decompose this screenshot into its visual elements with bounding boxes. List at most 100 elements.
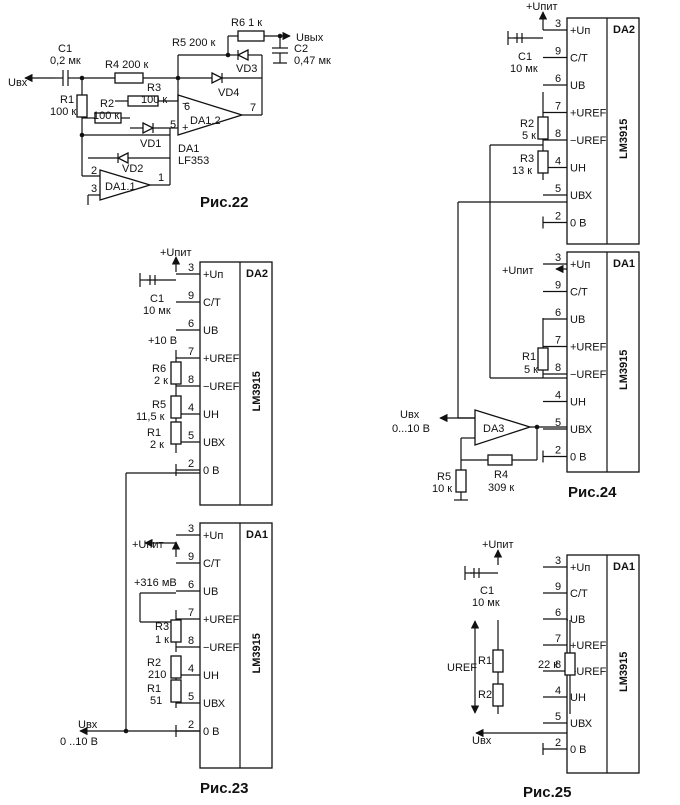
fig23-plus316-label: +316 мВ xyxy=(134,577,177,589)
fig23-r1-resistor xyxy=(170,421,182,445)
fig23-c1-label: C1 xyxy=(150,293,164,305)
fig23-da2-chip-body xyxy=(199,261,273,506)
fig25-da1-pin-name: +Uп xyxy=(570,562,590,574)
fig24-c1-label: C1 xyxy=(518,51,532,63)
fig23-da1-pin-name: UВХ xyxy=(203,698,226,710)
fig22-r3-label: R3 xyxy=(147,82,161,94)
fig23-da1-pin-number: 9 xyxy=(188,551,194,563)
fig24-da2-pin-name: UВ xyxy=(570,80,585,92)
fig22-caption: Рис.22 xyxy=(200,194,248,211)
fig23-range-label: 0 ..10 В xyxy=(60,736,98,748)
fig23-r5-label: R5 xyxy=(152,399,166,411)
svg-text:−: − xyxy=(182,98,188,110)
fig23-r6-value: 2 к xyxy=(154,375,168,387)
svg-text:7: 7 xyxy=(250,102,256,114)
fig24-da2-pin-number: 5 xyxy=(555,183,561,195)
fig23-r5-resistor xyxy=(170,395,182,419)
fig24-da3-opamp xyxy=(474,409,533,446)
fig25-r1-label: R1 xyxy=(478,655,492,667)
fig22-r2-label: R2 xyxy=(100,98,114,110)
fig22-uout-label: Uвых xyxy=(296,32,324,44)
fig23-da1-pin-number: 3 xyxy=(188,523,194,535)
fig24-da1-chip-body xyxy=(566,251,640,473)
fig23-r1b-label: R1 xyxy=(147,683,161,695)
fig22-vd3-diode xyxy=(236,48,249,62)
fig23-da2-pin-name: UВХ xyxy=(203,437,226,449)
fig23-da1-pin-number: 6 xyxy=(188,579,194,591)
svg-text:+: + xyxy=(182,122,188,134)
fig23-da1-chip-label: DA1 xyxy=(246,529,268,541)
svg-text:6: 6 xyxy=(184,101,190,113)
fig23-r2-value: 210 xyxy=(148,669,166,681)
fig24-da1-pin-number: 5 xyxy=(555,417,561,429)
fig22-vd4-diode xyxy=(211,71,224,85)
fig23-da2-pin-number: 3 xyxy=(188,262,194,274)
fig23-circuit: +Uпит C1 10 мк +10 В R6 2 к R5 11,5 к R1… xyxy=(60,247,248,797)
fig24-da1-chip-part: LM3915 xyxy=(618,350,630,390)
fig25-da1-pin-number: 4 xyxy=(555,685,561,697)
fig25-uin-label: Uвх xyxy=(472,735,492,747)
fig22-c1-label: C1 xyxy=(58,43,72,55)
fig22-r5-label: R5 200 к xyxy=(172,37,216,49)
fig24-da3-label: DA3 xyxy=(483,423,504,435)
fig25-da1-pin-number: 8 xyxy=(555,659,561,671)
fig24-da2-pin-name: 0 В xyxy=(570,218,587,230)
fig24-r5-label: R5 xyxy=(437,471,451,483)
fig22-r6-label: R6 1 к xyxy=(231,17,262,29)
fig25-c1-label: C1 xyxy=(480,585,494,597)
fig24-circuit: +Uпит C1 10 мк R2 5 к R3 13 к +Uпит R1 5… xyxy=(392,1,617,501)
fig22-r4-label: R4 200 к xyxy=(105,59,149,71)
fig24-caption: Рис.24 xyxy=(568,484,617,501)
fig23-r6-resistor xyxy=(170,361,182,385)
fig24-da1-pin-number: 7 xyxy=(555,335,561,347)
fig23-da2-pin-name: UВ xyxy=(203,325,218,337)
fig23-da1-pin-name: +Uп xyxy=(203,530,223,542)
fig25-uref-label: UREF xyxy=(447,662,477,674)
fig24-r4-resistor xyxy=(487,454,513,466)
fig22-vd2-label: VD2 xyxy=(122,163,143,175)
fig24-da1-pin-name: −UREF xyxy=(570,369,607,381)
fig24-da2-pin-number: 7 xyxy=(555,101,561,113)
fig22-r1-value: 100 к xyxy=(50,106,76,118)
fig23-r2-resistor xyxy=(170,655,182,679)
fig25-da1-pin-name: +UREF xyxy=(570,640,607,652)
fig25-da1-pin-number: 7 xyxy=(555,633,561,645)
fig24-r5-resistor xyxy=(455,469,467,493)
fig25-da1-pin-name: −UREF xyxy=(570,666,607,678)
fig23-da2-pin-number: 5 xyxy=(188,430,194,442)
fig24-da2-pin-number: 3 xyxy=(555,18,561,30)
fig23-da2-pin-number: 2 xyxy=(188,458,194,470)
fig25-da1-chip-part: LM3915 xyxy=(618,652,630,692)
fig22-r1-label: R1 xyxy=(60,94,74,106)
fig23-da2-pin-name: UН xyxy=(203,409,219,421)
fig25-da1-chip-label: DA1 xyxy=(613,561,635,573)
fig24-r3-value: 13 к xyxy=(512,165,532,177)
fig24-r1-resistor xyxy=(537,347,549,371)
fig23-da1-pin-number: 7 xyxy=(188,607,194,619)
fig25-da1-pin-name: UН xyxy=(570,692,586,704)
fig23-da2-chip-part: LM3915 xyxy=(251,371,263,411)
fig24-da2-pin-name: +UREF xyxy=(570,108,607,120)
fig24-da1-chip-label: DA1 xyxy=(613,258,635,270)
fig24-da1-pin-number: 4 xyxy=(555,390,561,402)
fig22-da12-label: DA1.2 xyxy=(190,115,221,127)
fig24-r3-resistor xyxy=(537,150,549,174)
fig23-r1-label: R1 xyxy=(147,427,161,439)
fig22-uin-label: Uвх xyxy=(8,77,28,89)
fig23-da1-pin-name: +UREF xyxy=(203,614,240,626)
fig23-da1-pin-name: 0 В xyxy=(203,726,220,738)
fig23-da2-pin-number: 8 xyxy=(188,374,194,386)
fig24-da1-pin-number: 8 xyxy=(555,362,561,374)
fig25-da1-pin-number: 2 xyxy=(555,737,561,749)
fig22-r1-resistor xyxy=(76,94,88,118)
fig23-upit1-label: +Uпит xyxy=(160,247,192,259)
fig24-c1-value: 10 мк xyxy=(510,63,538,75)
fig24-r2-label: R2 xyxy=(520,118,534,130)
fig23-uin-label: Uвх xyxy=(78,719,98,731)
fig25-da1-pin-number: 3 xyxy=(555,555,561,567)
svg-text:1: 1 xyxy=(158,172,164,184)
fig24-da2-pin-number: 2 xyxy=(555,211,561,223)
fig23-caption: Рис.23 xyxy=(200,780,248,797)
fig23-plus10-label: +10 В xyxy=(148,335,177,347)
